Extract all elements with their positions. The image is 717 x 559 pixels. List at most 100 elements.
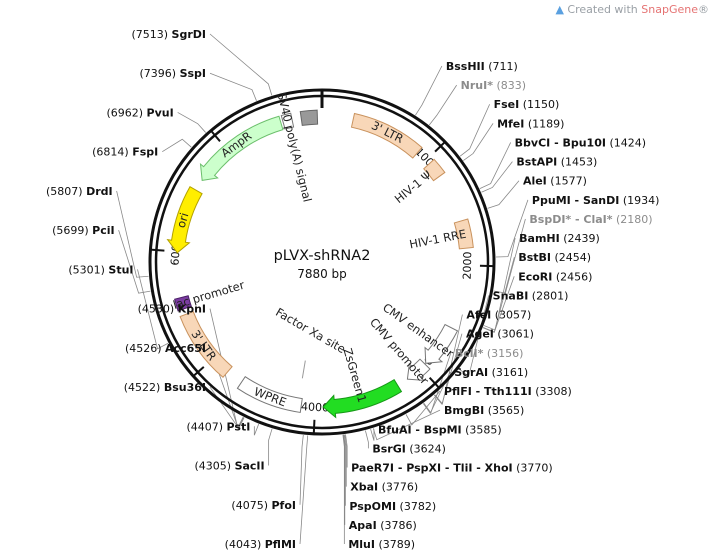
feature-label: ori <box>174 211 192 229</box>
feature-hiv-1-rre[interactable] <box>453 218 474 250</box>
restriction-site[interactable]: (4526) Acc65I <box>125 342 206 355</box>
site-name: BfuAI - BspMI <box>378 423 462 436</box>
site-position: (3782) <box>400 500 437 513</box>
feature-cmv-promoter[interactable] <box>406 358 431 381</box>
site-position: (3789) <box>378 538 415 551</box>
feature-lac-promoter[interactable] <box>174 295 192 312</box>
restriction-site[interactable]: (4530) KpnI <box>138 303 206 316</box>
feature-cmv-enhancer[interactable] <box>424 323 459 364</box>
site-name: PfoI <box>272 499 297 512</box>
feature-sv40-poly-a-signal[interactable] <box>280 112 295 130</box>
restriction-site[interactable]: (4075) PfoI <box>231 499 296 512</box>
tick-mark <box>434 141 446 153</box>
restriction-site[interactable]: PspOMI (3782) <box>349 500 436 513</box>
restriction-site[interactable]: BfuAI - BspMI (3585) <box>378 423 502 436</box>
inner-label: Factor Xa site <box>273 305 348 356</box>
restriction-site[interactable]: AgeI (3061) <box>466 328 534 341</box>
site-position: (833) <box>496 79 526 92</box>
restriction-site[interactable]: BstAPI (1453) <box>516 156 597 169</box>
site-name: AfeI <box>466 309 491 322</box>
restriction-site[interactable]: (7396) SspI <box>139 67 206 80</box>
site-position: (2180) <box>616 213 653 226</box>
site-leader <box>342 434 345 544</box>
restriction-site[interactable]: (6814) FspI <box>92 146 158 159</box>
restriction-site[interactable]: MfeI (1189) <box>497 117 564 130</box>
site-name: BstAPI <box>516 156 557 169</box>
restriction-site[interactable]: BbvCI - Bpu10I (1424) <box>515 136 646 149</box>
site-name: AgeI <box>466 328 494 341</box>
restriction-site[interactable]: (4407) PstI <box>186 420 250 433</box>
site-leader <box>487 180 520 209</box>
feature-hiv-1-[interactable] <box>423 158 446 182</box>
restriction-site[interactable]: (4522) Bsu36I <box>124 381 206 394</box>
restriction-site[interactable]: PflFI - Tth111I (3308) <box>444 385 572 398</box>
site-name: XbaI <box>350 481 378 494</box>
site-name: BstBI <box>518 251 551 264</box>
restriction-site[interactable]: (5807) DrdI <box>46 185 113 198</box>
restriction-site[interactable]: NruI* (833) <box>461 79 526 92</box>
site-leader <box>415 65 443 116</box>
plasmid-name: pLVX-shRNA2 <box>274 248 371 264</box>
feature-ori[interactable] <box>166 186 203 254</box>
restriction-site[interactable]: (5699) PciI <box>52 224 115 237</box>
restriction-site[interactable]: AfeI (3057) <box>466 309 531 322</box>
restriction-site[interactable]: (5301) StuI <box>68 263 133 276</box>
restriction-site[interactable]: (6962) PvuI <box>106 106 173 119</box>
restriction-site[interactable]: PpuMI - SanDI (1934) <box>532 194 660 207</box>
restriction-site[interactable]: PaeR7I - PspXI - TliI - XhoI (3770) <box>351 462 553 475</box>
site-leader <box>268 428 273 466</box>
site-position: (1424) <box>609 136 646 149</box>
feature-3-ltr[interactable] <box>350 112 423 159</box>
feature-wpre[interactable] <box>236 375 303 414</box>
restriction-site[interactable]: (4043) PflMI <box>225 538 296 551</box>
restriction-site[interactable]: BamHI (2439) <box>519 232 600 245</box>
restriction-site[interactable]: SnaBI (2801) <box>493 289 569 302</box>
site-leader <box>364 430 369 449</box>
site-leader <box>209 308 244 429</box>
site-leader <box>463 123 494 161</box>
restriction-site[interactable]: (4305) SacII <box>194 460 264 473</box>
restriction-site[interactable]: FseI (1150) <box>494 98 560 111</box>
feature-ampr[interactable] <box>199 115 284 181</box>
restriction-site[interactable]: BmgBI (3565) <box>444 404 524 417</box>
restriction-site[interactable]: BstBI (2454) <box>518 251 591 264</box>
feature-label: HIV-1 RRE <box>408 227 467 252</box>
site-position: (2454) <box>554 251 591 264</box>
site-name: BssHII <box>446 60 485 73</box>
restriction-site[interactable]: EcoRI (2456) <box>518 270 592 283</box>
site-name: Acc65I <box>165 342 206 355</box>
restriction-site[interactable]: BspDI* - ClaI* (2180) <box>529 213 652 226</box>
site-name: PflMI <box>265 538 296 551</box>
site-position: (3161) <box>492 366 529 379</box>
tick-mark <box>210 129 221 142</box>
site-name: PvuI <box>147 106 174 119</box>
tick-mark <box>192 366 205 377</box>
restriction-site[interactable]: BclI* (3156) <box>455 347 524 360</box>
site-position: (3057) <box>495 309 532 322</box>
site-name: FspI <box>132 146 158 159</box>
site-name: SnaBI <box>493 289 529 302</box>
restriction-site[interactable]: BsrGI (3624) <box>372 442 446 455</box>
restriction-site[interactable]: (7513) SgrDI <box>131 28 206 41</box>
site-position: (3770) <box>516 462 553 475</box>
feature-marker[interactable] <box>299 109 319 126</box>
restriction-site[interactable]: XbaI (3776) <box>350 481 418 494</box>
site-leader <box>493 218 526 294</box>
snapgene-watermark[interactable]: ▲ Created with SnapGene® <box>555 3 709 16</box>
restriction-site[interactable]: BssHII (711) <box>446 60 518 73</box>
feature-zsgreen1[interactable] <box>322 378 403 419</box>
site-leader <box>428 84 457 126</box>
site-leader <box>479 142 512 189</box>
feature-label: SV40 poly(A) signal <box>274 91 314 203</box>
site-leader <box>482 276 515 333</box>
site-leader <box>209 33 273 96</box>
feature-3-ltr[interactable] <box>179 310 233 379</box>
restriction-site[interactable]: MluI (3789) <box>348 538 415 551</box>
restriction-site[interactable]: ApaI (3786) <box>349 519 417 532</box>
site-name: SacII <box>235 460 265 473</box>
site-name: MluI <box>348 538 375 551</box>
restriction-site[interactable]: AleI (1577) <box>523 175 587 188</box>
site-name: AleI <box>523 175 547 188</box>
restriction-site[interactable]: SgrAI (3161) <box>454 366 528 379</box>
